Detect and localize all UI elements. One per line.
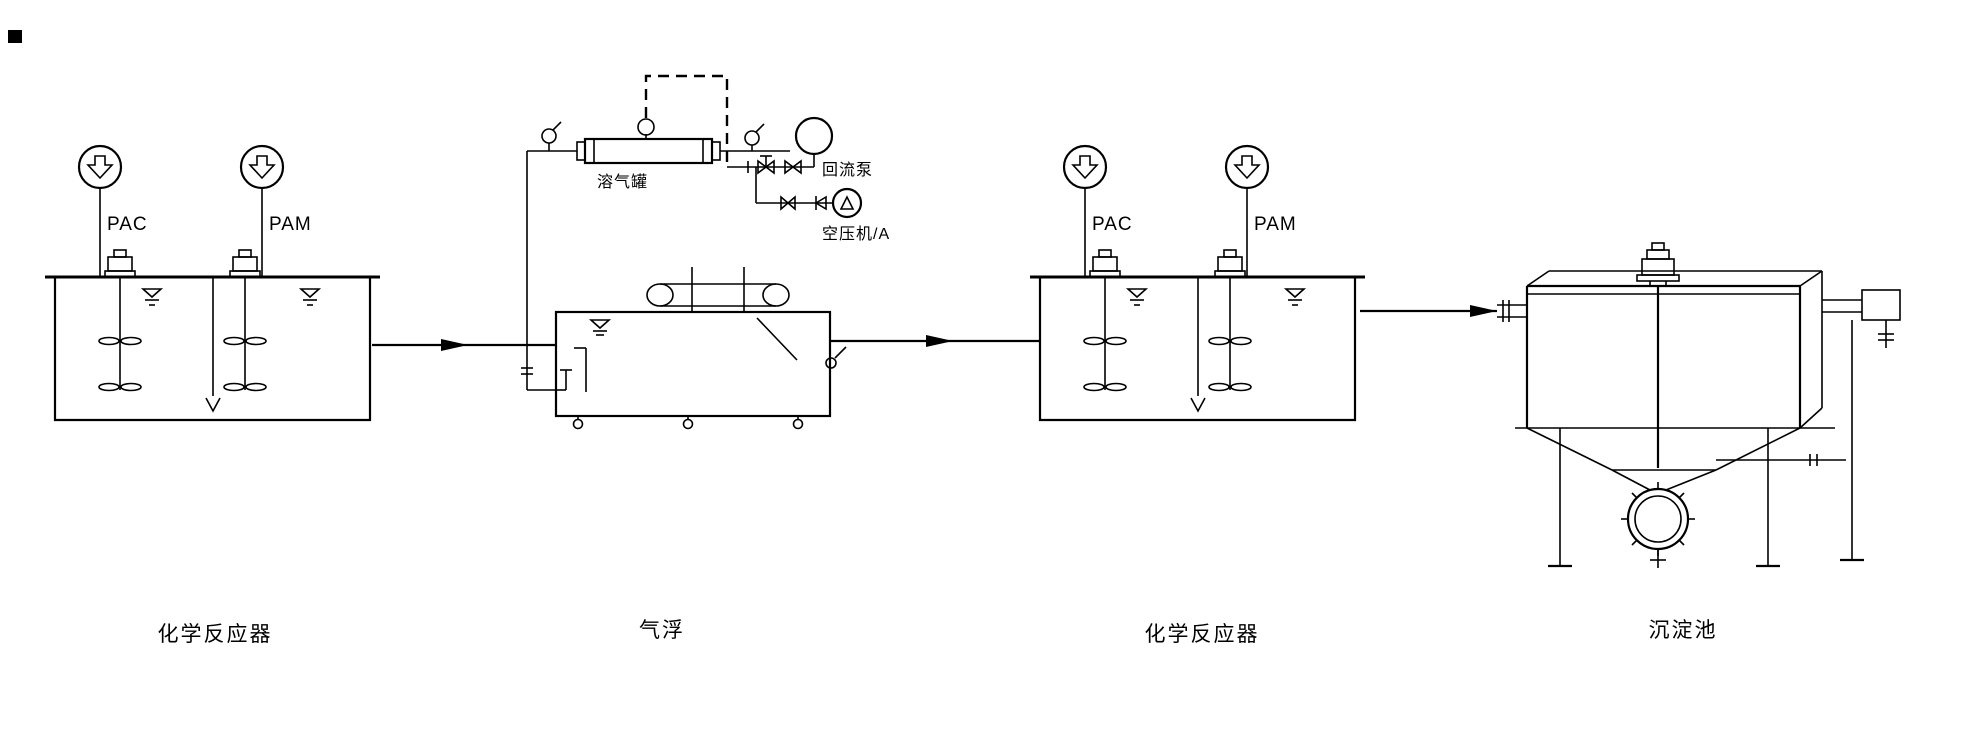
flow-arrow-2	[830, 335, 1040, 347]
flow-arrow-1	[372, 339, 556, 351]
drain-flange-icon	[1621, 482, 1695, 556]
valve-icon	[541, 128, 557, 144]
reactor-1-pam-label: PAM	[269, 214, 312, 235]
reactor-1-pac-label: PAC	[107, 214, 148, 235]
reactor-1-label: 化学反应器	[158, 623, 273, 646]
drawing-mark	[8, 30, 22, 43]
reactor-2-label: 化学反应器	[1145, 623, 1260, 646]
gate-valve-icon	[780, 195, 790, 211]
arrowhead-icon	[926, 335, 953, 347]
air-compressor-symbol	[755, 167, 863, 219]
dissolved-air-tank-symbol	[576, 118, 721, 165]
valve-icon	[744, 130, 760, 146]
reactor-1-drawing	[43, 144, 382, 422]
flotation-label: 气浮	[639, 619, 685, 642]
reactor-2-pac-label: PAC	[1092, 214, 1133, 235]
dissolved-air-tank-label: 溶气罐	[597, 173, 648, 191]
arrowhead-icon	[1470, 305, 1497, 317]
air-compressor-label: 空压机/A	[822, 225, 890, 243]
sedimentation-tank-drawing	[1497, 242, 1901, 568]
signal-dashed-line	[644, 74, 729, 167]
safety-valve-icon	[637, 118, 655, 136]
saturator-outlet-pipe	[521, 121, 577, 391]
dissolved-air-system-drawing: 溶气罐 回流泵 空压机/A	[521, 74, 890, 391]
sedimentation-label: 沉淀池	[1649, 619, 1718, 642]
recycle-pipe	[720, 123, 790, 152]
flotation-unit-drawing	[554, 267, 847, 430]
skimmer-drum-end	[646, 283, 674, 307]
reactor-2-pam-label: PAM	[1254, 214, 1297, 235]
scraper-drive-motor	[1636, 242, 1680, 286]
skimmer-drum-end	[762, 283, 790, 307]
reflux-pump-label: 回流泵	[822, 161, 873, 179]
reflux-pump-symbol	[794, 116, 834, 167]
arrowhead-icon	[441, 339, 468, 351]
gate-valve-icon	[784, 159, 795, 175]
pump-valve-line	[727, 155, 814, 175]
reactor-2-drawing	[1028, 144, 1367, 422]
gate-valve-icon	[757, 159, 768, 175]
flow-arrow-3	[1360, 305, 1497, 317]
